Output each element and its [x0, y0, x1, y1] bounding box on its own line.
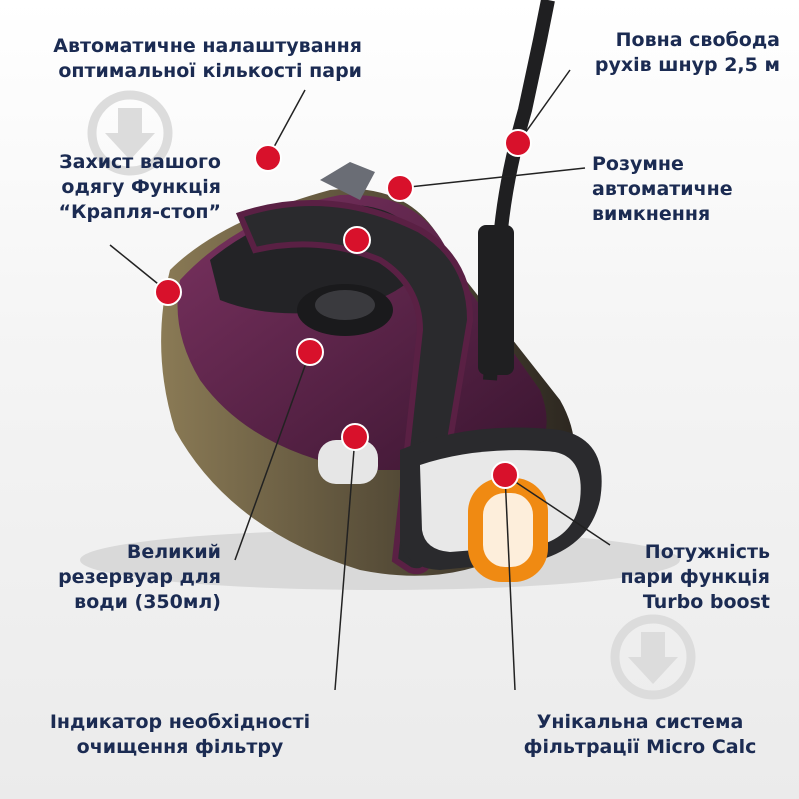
callout-steam-auto: Автоматичне налаштування оптимальної кіл… — [53, 35, 362, 82]
watermark-icon — [87, 90, 173, 176]
marker-dot — [154, 129, 532, 489]
callout-auto-off: Розумне автоматичне вимкнення — [592, 153, 733, 225]
callout-reservoir: Великий резервуар для води (350мл) — [58, 541, 221, 613]
callout-filter-indicator: Індикатор необхідності очищення фільтру — [49, 711, 311, 758]
watermark-icon — [610, 614, 696, 700]
callout-turbo: Потужність пари функція Turbo boost — [620, 541, 770, 613]
callout-anti-drip: Захист вашого одягу Функція “Крапля-стоп… — [58, 151, 221, 223]
callout-cord: Повна свобода рухів шнур 2,5 м — [594, 29, 780, 76]
callout-micro-calc: Унікальна система фільтрації Micro Calc — [523, 711, 757, 758]
